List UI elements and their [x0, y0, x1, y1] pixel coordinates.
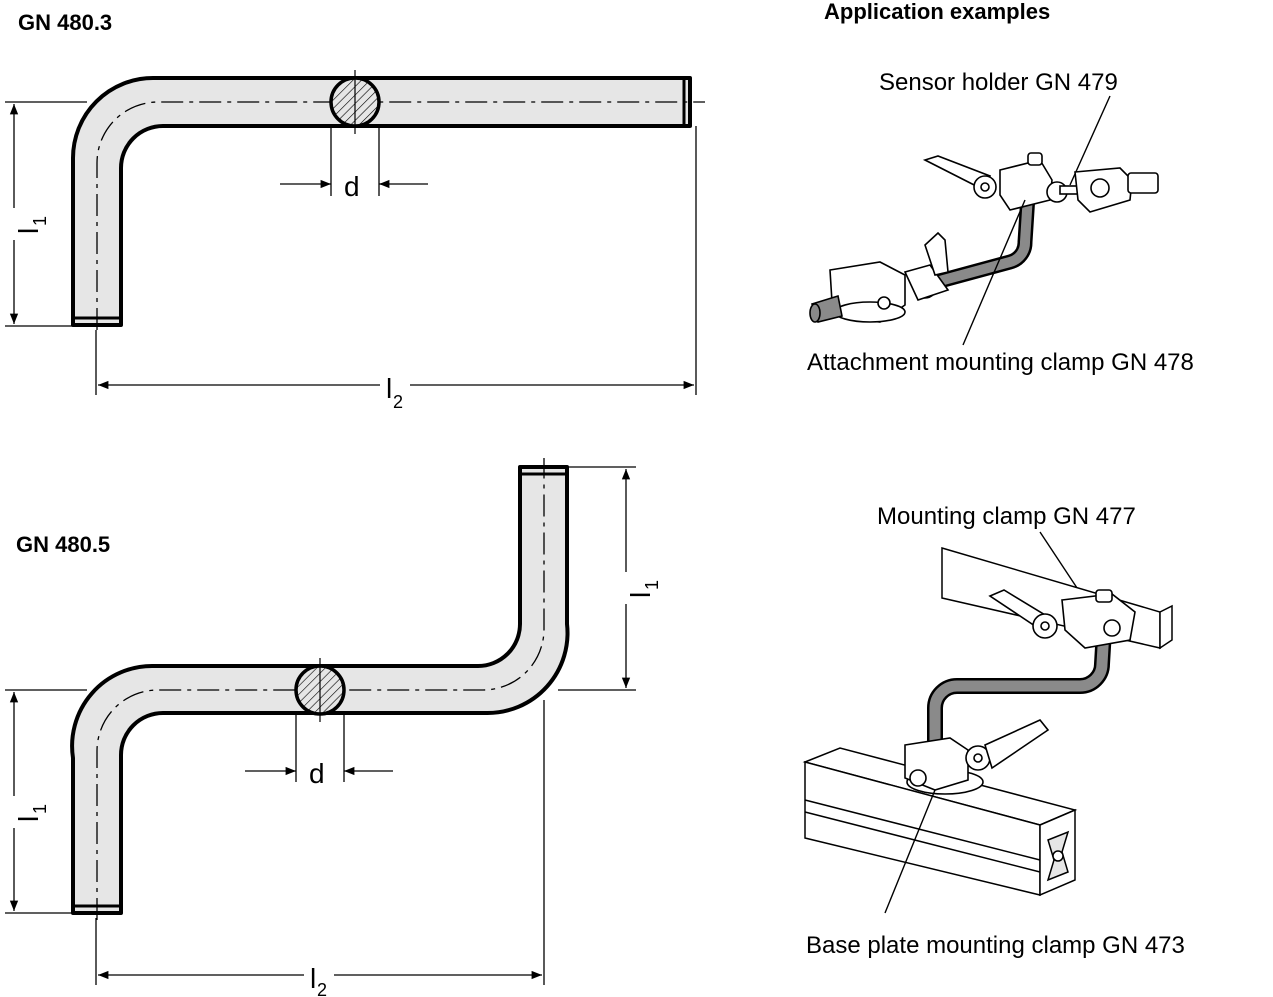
- svg-text:l: l: [13, 816, 44, 822]
- attachment-clamp-illustration: [809, 231, 950, 323]
- sensor-holder-illustration: [922, 152, 1159, 213]
- rod-illustration-fill: [920, 190, 1033, 290]
- svg-text:2: 2: [317, 980, 327, 997]
- svg-text:l: l: [625, 592, 656, 598]
- svg-text:1: 1: [30, 216, 50, 226]
- dim-l2-label: l 2: [386, 373, 403, 412]
- label-base-plate-clamp: Base plate mounting clamp GN 473: [806, 932, 1185, 959]
- leader-line: [884, 789, 936, 914]
- dim-d-label: d: [309, 758, 325, 789]
- rod-illustration-fill: [929, 624, 1110, 751]
- drawing-gn-480-3: GN 480.3 d l 1 l 2: [5, 10, 705, 412]
- label-sensor-holder: Sensor holder GN 479: [879, 69, 1118, 96]
- svg-text:l: l: [310, 963, 316, 994]
- dim-l1-lower-label: l 1: [12, 796, 50, 828]
- svg-text:l: l: [13, 228, 44, 234]
- rod-gn-480-3: [71, 76, 692, 327]
- svg-text:1: 1: [30, 804, 50, 814]
- svg-text:1: 1: [642, 580, 662, 590]
- dim-l1-label: l 1: [12, 208, 50, 240]
- leader-line: [1069, 95, 1111, 186]
- drawing-a-title: GN 480.3: [18, 10, 112, 35]
- dim-l1-upper-label: l 1: [624, 572, 662, 604]
- drawing-gn-480-5: GN 480.5 d l 1 l 1: [5, 458, 662, 997]
- base-plate-clamp-illustration: [904, 719, 1050, 795]
- drawing-b-title: GN 480.5: [16, 532, 110, 557]
- svg-text:l: l: [386, 373, 392, 404]
- application-heading: Application examples: [824, 0, 1050, 24]
- leader-line: [962, 199, 1026, 346]
- label-attachment-clamp: Attachment mounting clamp GN 478: [807, 349, 1194, 376]
- rod-centerline: [96, 101, 705, 330]
- application-example-1: Sensor holder GN 479: [807, 69, 1194, 376]
- profile-plate-illustration: [941, 546, 1173, 650]
- application-example-2: Mounting clamp GN 477: [802, 503, 1185, 959]
- dim-d-label: d: [344, 171, 360, 202]
- svg-text:2: 2: [393, 392, 403, 412]
- dim-l2-label: l 2: [310, 963, 327, 997]
- mounting-clamp-illustration: [988, 589, 1136, 649]
- label-mounting-clamp: Mounting clamp GN 477: [877, 503, 1136, 530]
